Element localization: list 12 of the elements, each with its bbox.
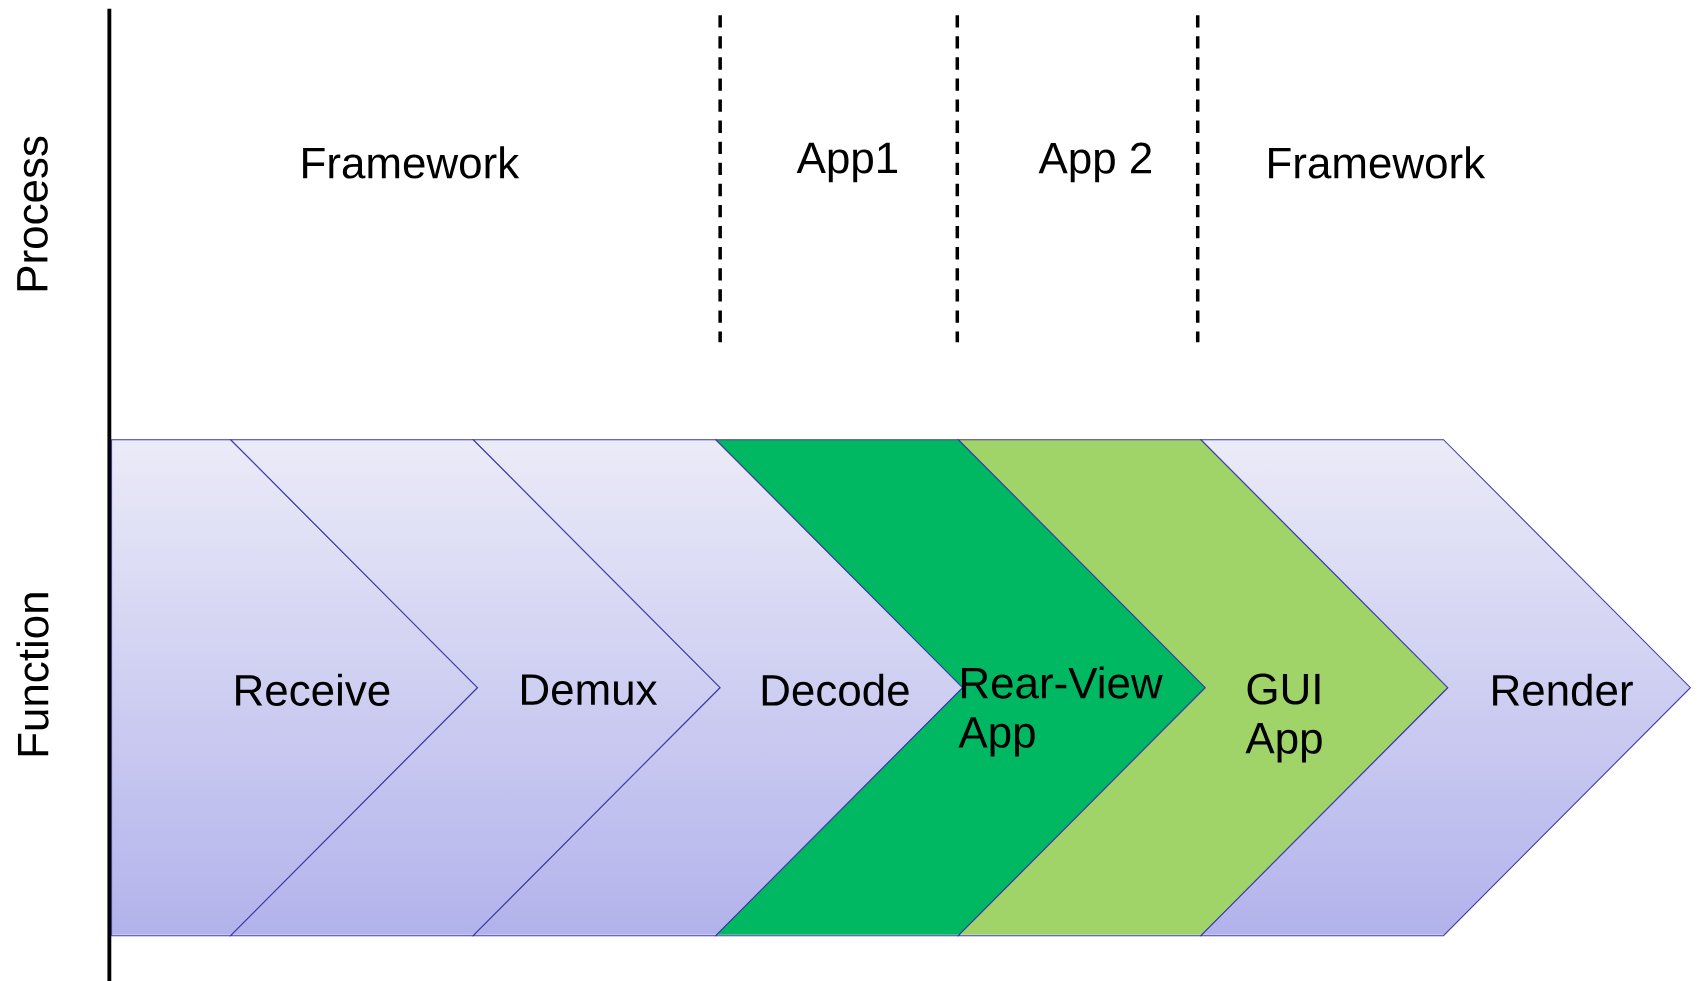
step-label: Render — [1493, 673, 1633, 706]
axis-label: Process — [17, 136, 48, 291]
process-label: App1 — [796, 142, 898, 183]
step-label: Decode — [762, 673, 909, 706]
process-label: App 2 — [1038, 142, 1152, 183]
axis-label: Function — [16, 593, 49, 756]
process-label: Framework — [1269, 146, 1486, 179]
step-label: Demux — [522, 674, 658, 706]
step-label: Receive — [236, 673, 390, 706]
process-label: Framework — [303, 146, 520, 179]
step-label: GUI App — [1245, 673, 1322, 763]
step-label: Rear-View App — [958, 666, 1163, 757]
